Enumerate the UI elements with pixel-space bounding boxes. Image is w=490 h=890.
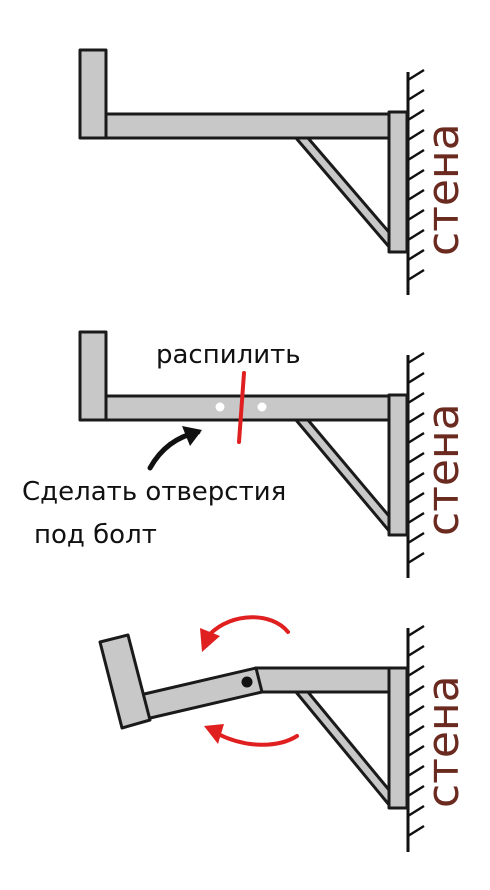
wall-label-1: стена bbox=[418, 123, 469, 256]
bolt-hole-right bbox=[257, 402, 267, 412]
fixed-arm-stub bbox=[254, 666, 391, 694]
bolt-hole-left bbox=[215, 402, 225, 412]
rotation-arrow-top bbox=[200, 615, 290, 652]
wall-hatching-1 bbox=[407, 68, 425, 282]
saw-cut-line bbox=[237, 371, 246, 444]
drill-label-line1: Сделать отверстия bbox=[22, 477, 286, 507]
panel-modification-steps: распилить Сделать отверстия под болт сте… bbox=[22, 330, 469, 578]
rotated-arm bbox=[98, 633, 264, 730]
diagonal-brace-1 bbox=[294, 136, 396, 250]
pointer-arrow bbox=[147, 426, 202, 471]
wall-hatching-2 bbox=[407, 351, 425, 565]
wall-plate-3 bbox=[387, 666, 409, 810]
rotated-post bbox=[98, 633, 152, 730]
wall-plate-2 bbox=[387, 393, 409, 537]
horizontal-arm-2 bbox=[102, 394, 391, 422]
vertical-post-2 bbox=[78, 330, 108, 422]
drill-label-line2: под болт bbox=[34, 520, 157, 550]
vertical-post-1 bbox=[78, 48, 108, 140]
wall-label-3: стена bbox=[418, 675, 469, 808]
wall-plate-1 bbox=[387, 110, 409, 254]
pivot-bolt bbox=[241, 676, 253, 688]
panel-original-bracket: стена bbox=[78, 48, 469, 295]
panel-folded-bracket: стена bbox=[98, 615, 469, 852]
diagonal-brace-2 bbox=[294, 418, 396, 534]
wall-hatching-3 bbox=[407, 624, 425, 838]
wall-label-2: стена bbox=[418, 403, 469, 536]
diagonal-brace-3 bbox=[294, 690, 396, 808]
saw-label: распилить bbox=[156, 340, 301, 370]
rotation-arrow-bottom bbox=[204, 724, 299, 747]
horizontal-arm-1 bbox=[102, 112, 391, 140]
